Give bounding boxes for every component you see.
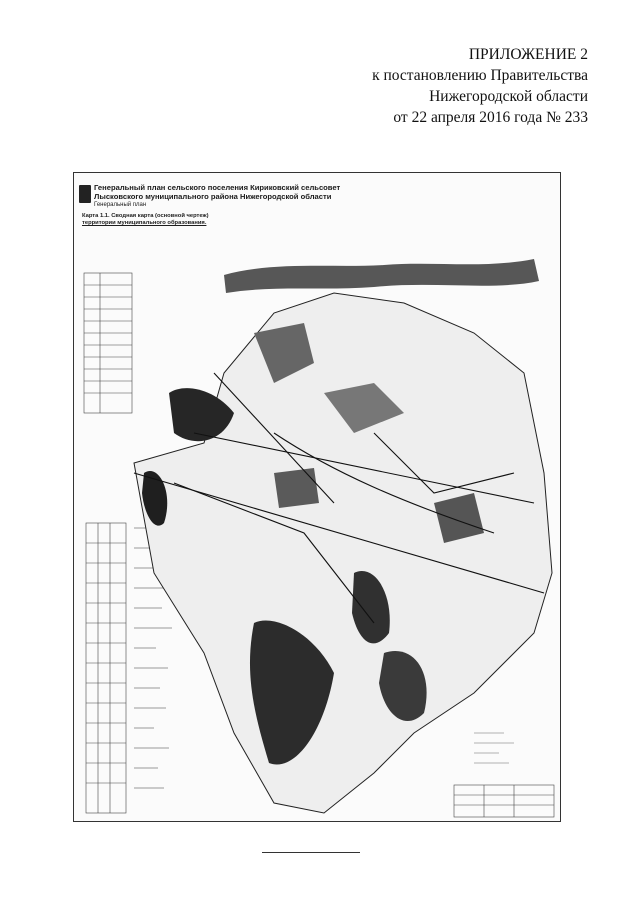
map-caption: Карта 1.1. Сводная карта (основной черте… (82, 213, 209, 226)
forest-area-3 (352, 571, 390, 644)
decree-reference: к постановлению Правительства (372, 67, 588, 84)
region-name: Нижегородской области (429, 88, 588, 105)
settlement-area-1 (254, 323, 314, 383)
forest-area-2 (249, 620, 334, 765)
coat-of-arms-icon (79, 185, 91, 203)
forest-area-1 (169, 388, 234, 442)
appendix-header: ПРИЛОЖЕНИЕ 2 к постановлению Правительст… (288, 44, 588, 128)
river-band (224, 259, 539, 293)
appendix-number: ПРИЛОЖЕНИЕ 2 (468, 46, 588, 63)
road-network (133, 372, 545, 624)
territory-boundary (133, 292, 553, 814)
settlement-area-2 (324, 383, 404, 433)
general-plan-map (83, 259, 555, 818)
forest-area-4 (379, 651, 427, 722)
footer-line (262, 852, 360, 853)
title-stamp (453, 784, 555, 818)
decree-date: от 22 апреля 2016 года № 233 (393, 109, 588, 126)
map-sheet: Генеральный план сельского поселения Кир… (73, 172, 561, 822)
legend-right (474, 732, 514, 764)
settlement-area-3 (434, 493, 484, 543)
map-title: Генеральный план сельского поселения Кир… (94, 183, 341, 208)
settlement-area-4 (274, 468, 319, 508)
legend-lower (85, 522, 127, 814)
legend-upper (83, 272, 133, 414)
forest-area-5 (142, 471, 168, 526)
